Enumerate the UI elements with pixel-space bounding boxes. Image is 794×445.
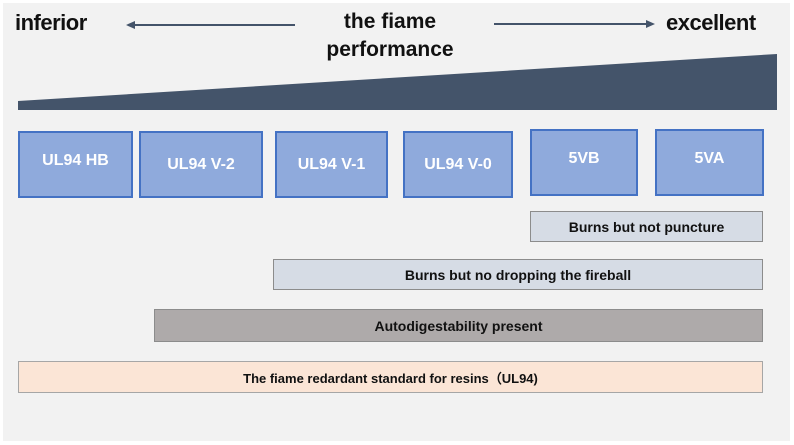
title-line1: the fiame: [343, 10, 437, 33]
bar-burns-not-puncture: Burns but not puncture: [530, 211, 763, 242]
arrows-and-wedge: [18, 20, 777, 110]
level-ul94-v1: UL94 V-1: [275, 131, 388, 198]
bar-no-dropping-fireball: Burns but no dropping the fireball: [273, 259, 763, 290]
level-ul94-v0: UL94 V-0: [403, 131, 513, 198]
level-ul94-hb: UL94 HB: [18, 131, 133, 198]
title-line2: performance: [326, 38, 454, 61]
performance-wedge: [18, 54, 777, 110]
level-ul94-v2: UL94 V-2: [139, 131, 263, 198]
right-arrow-icon: [494, 20, 655, 28]
level-5va: 5VA: [655, 129, 764, 196]
left-arrow-icon: [126, 21, 295, 29]
level-5vb: 5VB: [530, 129, 638, 196]
excellent-label: excellent: [666, 10, 756, 35]
bar-ul94-standard: The fiame redardant standard for resins（…: [18, 361, 763, 393]
bar-autodigestability: Autodigestability present: [154, 309, 763, 342]
inferior-label: inferior: [15, 10, 87, 35]
